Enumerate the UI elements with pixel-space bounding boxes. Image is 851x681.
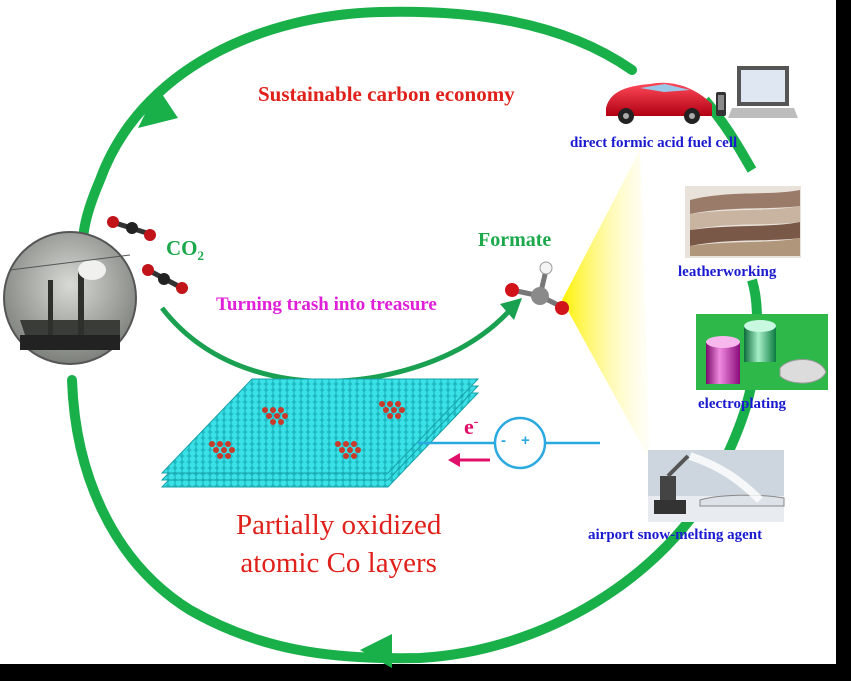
reaction-arrowhead: [500, 298, 522, 320]
formate-label: Formate: [478, 229, 552, 251]
cycle-arrowhead-top: [138, 88, 178, 128]
electron-symbol: e: [464, 414, 474, 439]
oxygen-dopant-cluster-3: [209, 441, 235, 459]
catalyst-label: Partially oxidized atomic Co layers: [236, 506, 441, 582]
smokestack-photo: [3, 231, 137, 365]
process-label: Turning trash into treasure: [216, 294, 437, 315]
light-beam: [562, 150, 650, 460]
co2-molecule-2: [142, 264, 188, 294]
leather-fabric-icon: [685, 186, 801, 258]
oxygen-dopant-cluster-1: [262, 407, 288, 425]
airport-deicing-icon: [648, 450, 785, 522]
co2-molecule-1: [107, 216, 156, 241]
application-label-fuel-cell: direct formic acid fuel cell: [570, 135, 738, 151]
co2-subscript: 2: [197, 248, 205, 264]
battery-negative: -: [501, 432, 506, 449]
application-label-leatherworking: leatherworking: [678, 264, 777, 280]
catalyst-label-line-2: atomic Co layers: [240, 547, 437, 579]
co2-label-text: CO: [166, 236, 198, 260]
power-source-icon: [493, 416, 547, 470]
application-label-airport: airport snow-melting agent: [588, 527, 763, 543]
electron-charge: -: [473, 414, 479, 430]
car-phone-laptop-icon: [606, 66, 798, 124]
application-label-electroplating: electroplating: [698, 396, 787, 412]
co2-label: CO2: [166, 236, 204, 264]
electron-flow-arrowhead: [448, 453, 460, 467]
oxygen-dopant-cluster-2: [379, 401, 405, 419]
cycle-title: Sustainable carbon economy: [258, 82, 515, 106]
cycle-arrowhead-bottom: [360, 634, 392, 668]
oxygen-dopant-cluster-4: [335, 441, 361, 459]
catalyst-label-line-1: Partially oxidized: [236, 509, 442, 541]
battery-positive: +: [521, 432, 530, 449]
electron-label: e-: [464, 414, 478, 440]
formate-molecule: [505, 261, 569, 315]
catalyst-sheet: [160, 378, 480, 488]
electroplated-cylinders-icon: [696, 314, 828, 390]
